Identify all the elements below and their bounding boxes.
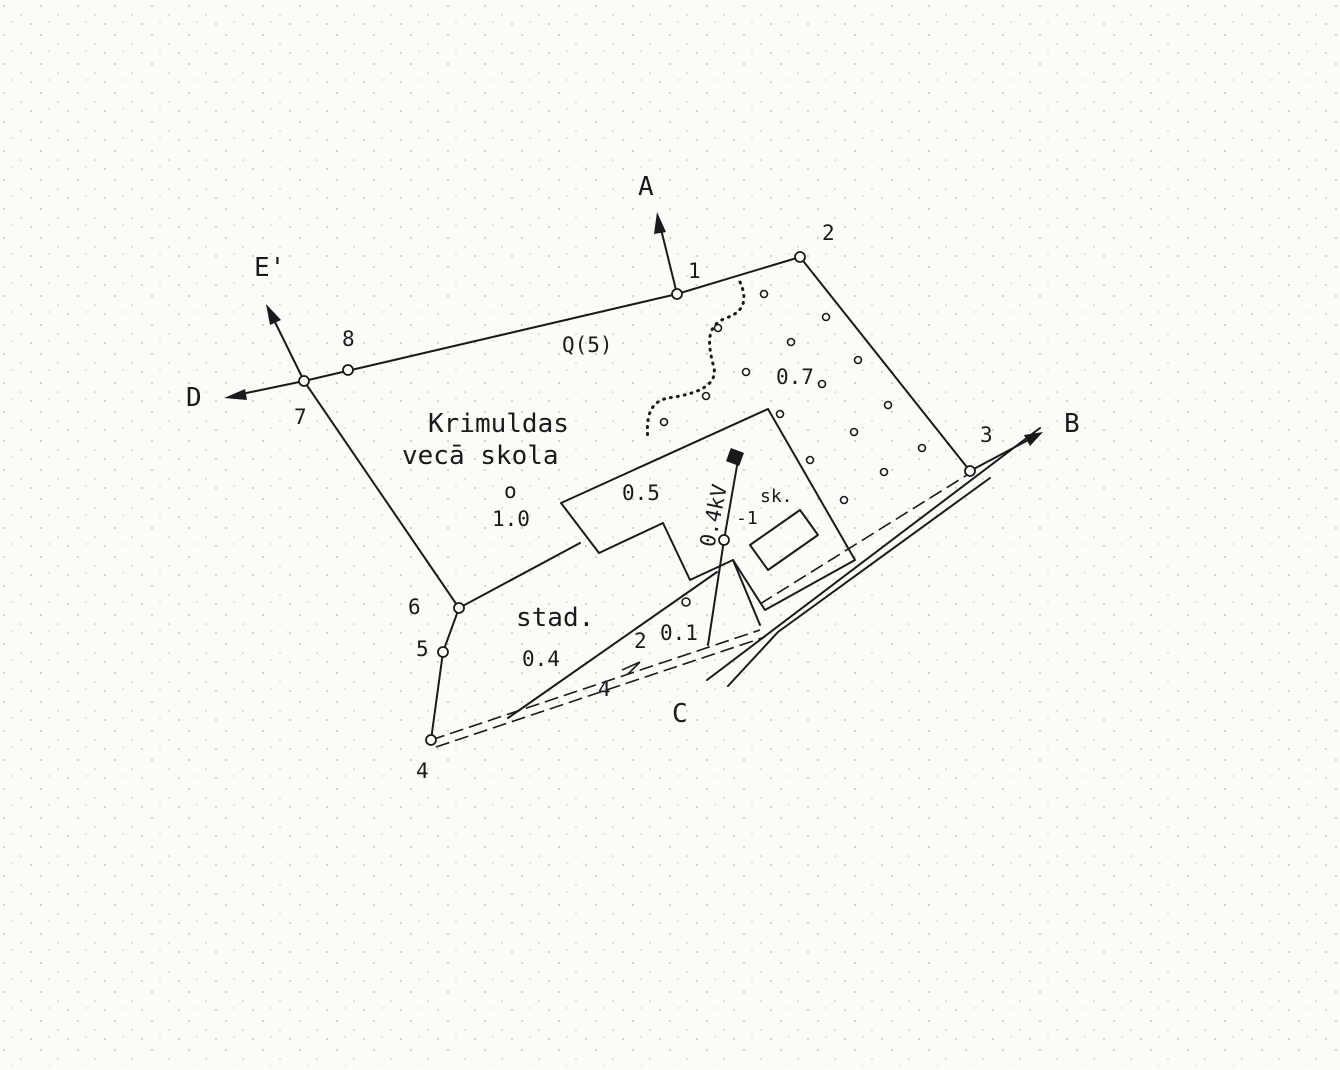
point-label-7: 7 — [294, 405, 307, 429]
shed-label: sk. — [760, 486, 793, 507]
point-label-1: 1 — [688, 259, 701, 283]
direction-arrows — [224, 212, 1043, 472]
shed-rectangle — [749, 509, 819, 571]
mark-two-tick — [621, 661, 641, 675]
point-label-6: 6 — [408, 595, 421, 619]
road-lines — [430, 427, 1041, 748]
building-area-label: 0.5 — [622, 481, 660, 505]
orchard-top-label: Q(5) — [562, 333, 613, 357]
point-label-5: 5 — [416, 637, 429, 661]
school-area-symbol: o — [504, 479, 517, 503]
stadium-label: stad. — [516, 603, 594, 633]
direction-label-e: E' — [254, 253, 285, 283]
school-area-value: 1.0 — [492, 507, 530, 531]
point-label-4: 4 — [416, 759, 429, 783]
mark-two-label: 2 — [634, 629, 647, 653]
point-label-8: 8 — [342, 327, 355, 351]
pole-mark-label: -1 — [736, 508, 758, 529]
transformer-icon — [726, 448, 744, 466]
school-name-line1: Krimuldas — [428, 409, 569, 439]
point-label-2: 2 — [822, 221, 835, 245]
direction-label-d: D — [186, 383, 202, 413]
school-name-line2: vecā skola — [402, 441, 559, 471]
orchard-boundary — [645, 280, 746, 442]
direction-label-a: A — [638, 172, 654, 202]
building-outline — [458, 408, 856, 719]
direction-label-b: B — [1064, 409, 1080, 439]
orchard-trees — [659, 289, 927, 607]
point-label-3: 3 — [980, 423, 993, 447]
mark-four-label: 4 — [598, 677, 611, 701]
survey-points — [298, 251, 976, 746]
direction-label-c: C — [672, 699, 688, 729]
small-area-label: 0.1 — [660, 621, 698, 645]
property-boundary — [303, 256, 971, 741]
orchard-area-label: 0.7 — [776, 365, 814, 389]
stadium-area-label: 0.4 — [522, 647, 560, 671]
